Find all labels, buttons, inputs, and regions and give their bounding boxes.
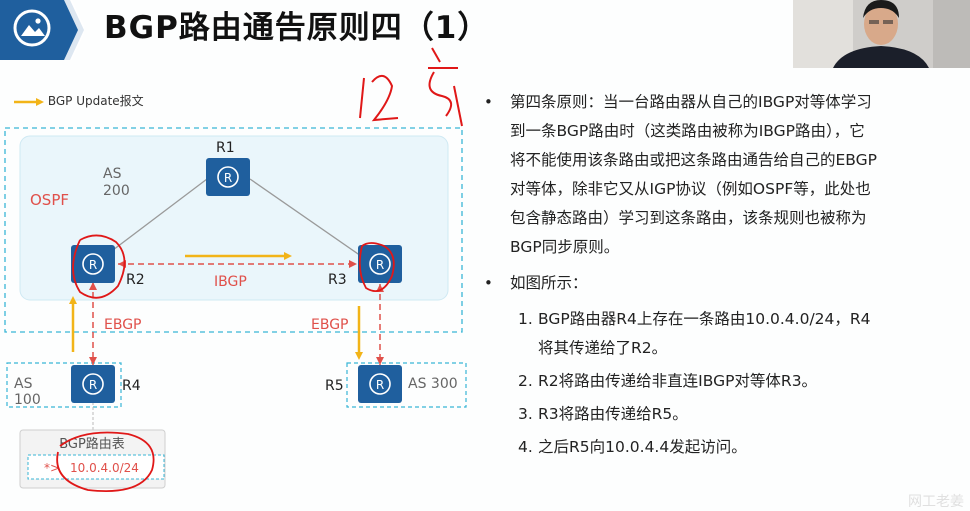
label-r3: R3 <box>328 272 347 288</box>
router-r1[interactable]: R <box>206 158 250 196</box>
bgp-table-title: BGP路由表 <box>59 436 125 452</box>
presenter-webcam <box>793 0 970 68</box>
step-number: 3. <box>518 405 533 423</box>
ebgp-right-label: EBGP <box>311 317 349 333</box>
as200-boundary <box>4 127 463 333</box>
watermark: 网工老姜 <box>908 494 964 510</box>
page-title: BGP路由通告原则四（1） <box>104 10 490 46</box>
update-arrow-icon <box>14 97 44 106</box>
as100-boundary <box>6 362 122 408</box>
principle-four-line: 将不能使用该条路由或把这条路由通告给自己的EBGP <box>510 151 878 169</box>
bgp-route-table: BGP路由表 *> 10.0.4.0/24 <box>19 429 166 489</box>
step-item: 4. 之后R5向10.0.4.4发起访问。 <box>484 433 954 462</box>
router-r5[interactable]: R <box>358 365 402 403</box>
router-r3[interactable]: R <box>358 245 402 283</box>
svg-text:R: R <box>89 258 97 272</box>
step-number: 1. <box>518 310 533 328</box>
step-number: 2. <box>518 372 533 390</box>
principle-four-line: 到一条BGP路由时（这类路由被称为IBGP路由），它 <box>510 122 865 140</box>
router-icon <box>217 166 239 188</box>
step-text: R3将路由传递给R5。 <box>538 405 688 423</box>
label-r1: R1 <box>216 140 235 156</box>
bullet-principle-four: • 第四条原则：当一台路由器从自己的IBGP对等体学习到一条BGP路由时（这类路… <box>484 88 954 262</box>
step-text: 之后R5向10.0.4.4发起访问。 <box>538 438 747 456</box>
step-number: 4. <box>518 438 533 456</box>
ospf-area <box>19 135 449 301</box>
svg-text:R: R <box>89 378 97 392</box>
router-icon <box>82 373 104 395</box>
router-r4[interactable]: R <box>71 365 115 403</box>
router-r2[interactable]: R <box>71 245 115 283</box>
principle-four-line: 包含静态路由）学习到这条路由，该条规则也被称为 <box>510 209 867 227</box>
bullet-dot: • <box>484 274 493 292</box>
bullet-dot: • <box>484 93 493 111</box>
svg-text:R: R <box>376 258 384 272</box>
svg-text:R: R <box>224 171 232 185</box>
principle-four-line: 第四条原则：当一台路由器从自己的IBGP对等体学习 <box>510 93 872 111</box>
ibgp-label: IBGP <box>214 274 247 290</box>
principle-four-line: BGP同步原则。 <box>510 238 620 256</box>
step-text: R2将路由传递给非直连IBGP对等体R3。 <box>538 372 818 390</box>
label-r4: R4 <box>122 378 141 394</box>
legend-label: BGP Update报文 <box>47 94 144 108</box>
content-bullets: • 第四条原则：当一台路由器从自己的IBGP对等体学习到一条BGP路由时（这类路… <box>484 88 954 462</box>
bgp-table-entry-prefix: *> <box>44 461 60 475</box>
picture-icon <box>0 0 84 60</box>
ebgp-left-label: EBGP <box>104 317 142 333</box>
handwritten-annotations <box>56 234 395 492</box>
bullet-as-shown: • 如图所示： <box>484 269 954 298</box>
step-item: 3. R3将路由传递给R5。 <box>484 400 954 429</box>
step-text: 将其传递给了R2。 <box>538 339 668 357</box>
legend: BGP Update报文 <box>14 92 144 109</box>
principle-four-text: 第四条原则：当一台路由器从自己的IBGP对等体学习到一条BGP路由时（这类路由被… <box>510 88 954 262</box>
label-r5: R5 <box>325 378 344 394</box>
as300-boundary <box>346 362 467 408</box>
step-item: 2. R2将路由传递给非直连IBGP对等体R3。 <box>484 367 954 396</box>
as300-label: AS 300 <box>408 376 458 392</box>
router-icon <box>369 373 391 395</box>
router-icon <box>369 253 391 275</box>
bgp-table-entry-route: 10.0.4.0/24 <box>70 461 139 475</box>
steps-list: 1. BGP路由器R4上存在一条路由10.0.4.0/24，R4 将其传递给了R2。… <box>484 305 954 462</box>
principle-four-line: 对等体，除非它又从IGP协议（例如OSPF等，此处也 <box>510 180 871 198</box>
step-text: BGP路由器R4上存在一条路由10.0.4.0/24，R4 <box>538 310 871 328</box>
handwritten-note <box>359 47 463 127</box>
step-item: 1. BGP路由器R4上存在一条路由10.0.4.0/24，R4 将其传递给了R2。 <box>484 305 954 363</box>
svg-text:R: R <box>376 378 384 392</box>
label-r2: R2 <box>126 272 145 288</box>
ospf-label: OSPF <box>30 191 69 209</box>
router-icon <box>82 253 104 275</box>
